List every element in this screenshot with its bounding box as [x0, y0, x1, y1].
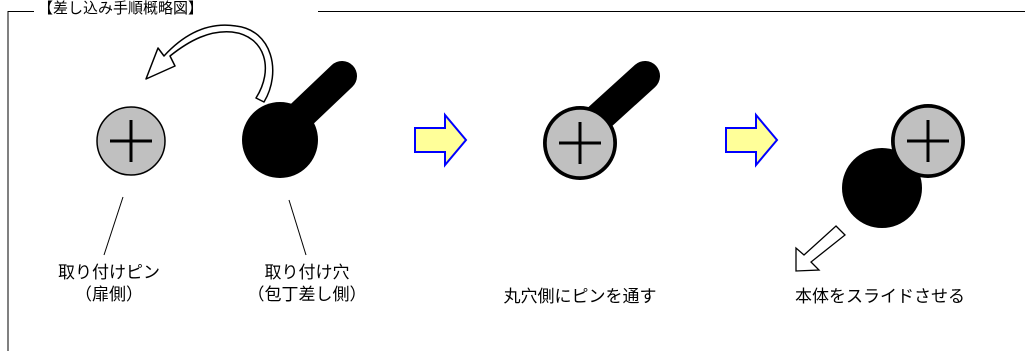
slid-body — [842, 104, 965, 228]
pin-label-line1: 取り付けピン — [58, 263, 160, 283]
frame-border — [7, 11, 1025, 351]
hole-label: 取り付け穴 （包丁差し側） — [222, 262, 392, 306]
hole-label-line1: 取り付け穴 — [264, 263, 350, 283]
pin-door-side — [96, 106, 166, 176]
pin-label: 取り付けピン （扉側） — [34, 262, 184, 306]
hole-leader-line — [288, 199, 307, 256]
step3-label: 本体をスライドさせる — [795, 287, 965, 307]
pin-inserted-in-hole — [543, 61, 660, 180]
down-left-arrow-icon — [795, 225, 846, 272]
step2-label: 丸穴側にピンを通す — [503, 287, 657, 307]
pin-label-line2: （扉側） — [75, 285, 143, 305]
right-arrow-icon — [725, 112, 779, 168]
mounting-hole — [242, 61, 357, 178]
pin-leader-line — [103, 196, 124, 256]
hole-label-line2: （包丁差し側） — [247, 285, 367, 305]
curved-return-arrow-icon — [145, 24, 274, 103]
right-arrow-icon — [414, 112, 468, 168]
diagram-title: 【差し込み手順概略図】 — [36, 0, 206, 17]
